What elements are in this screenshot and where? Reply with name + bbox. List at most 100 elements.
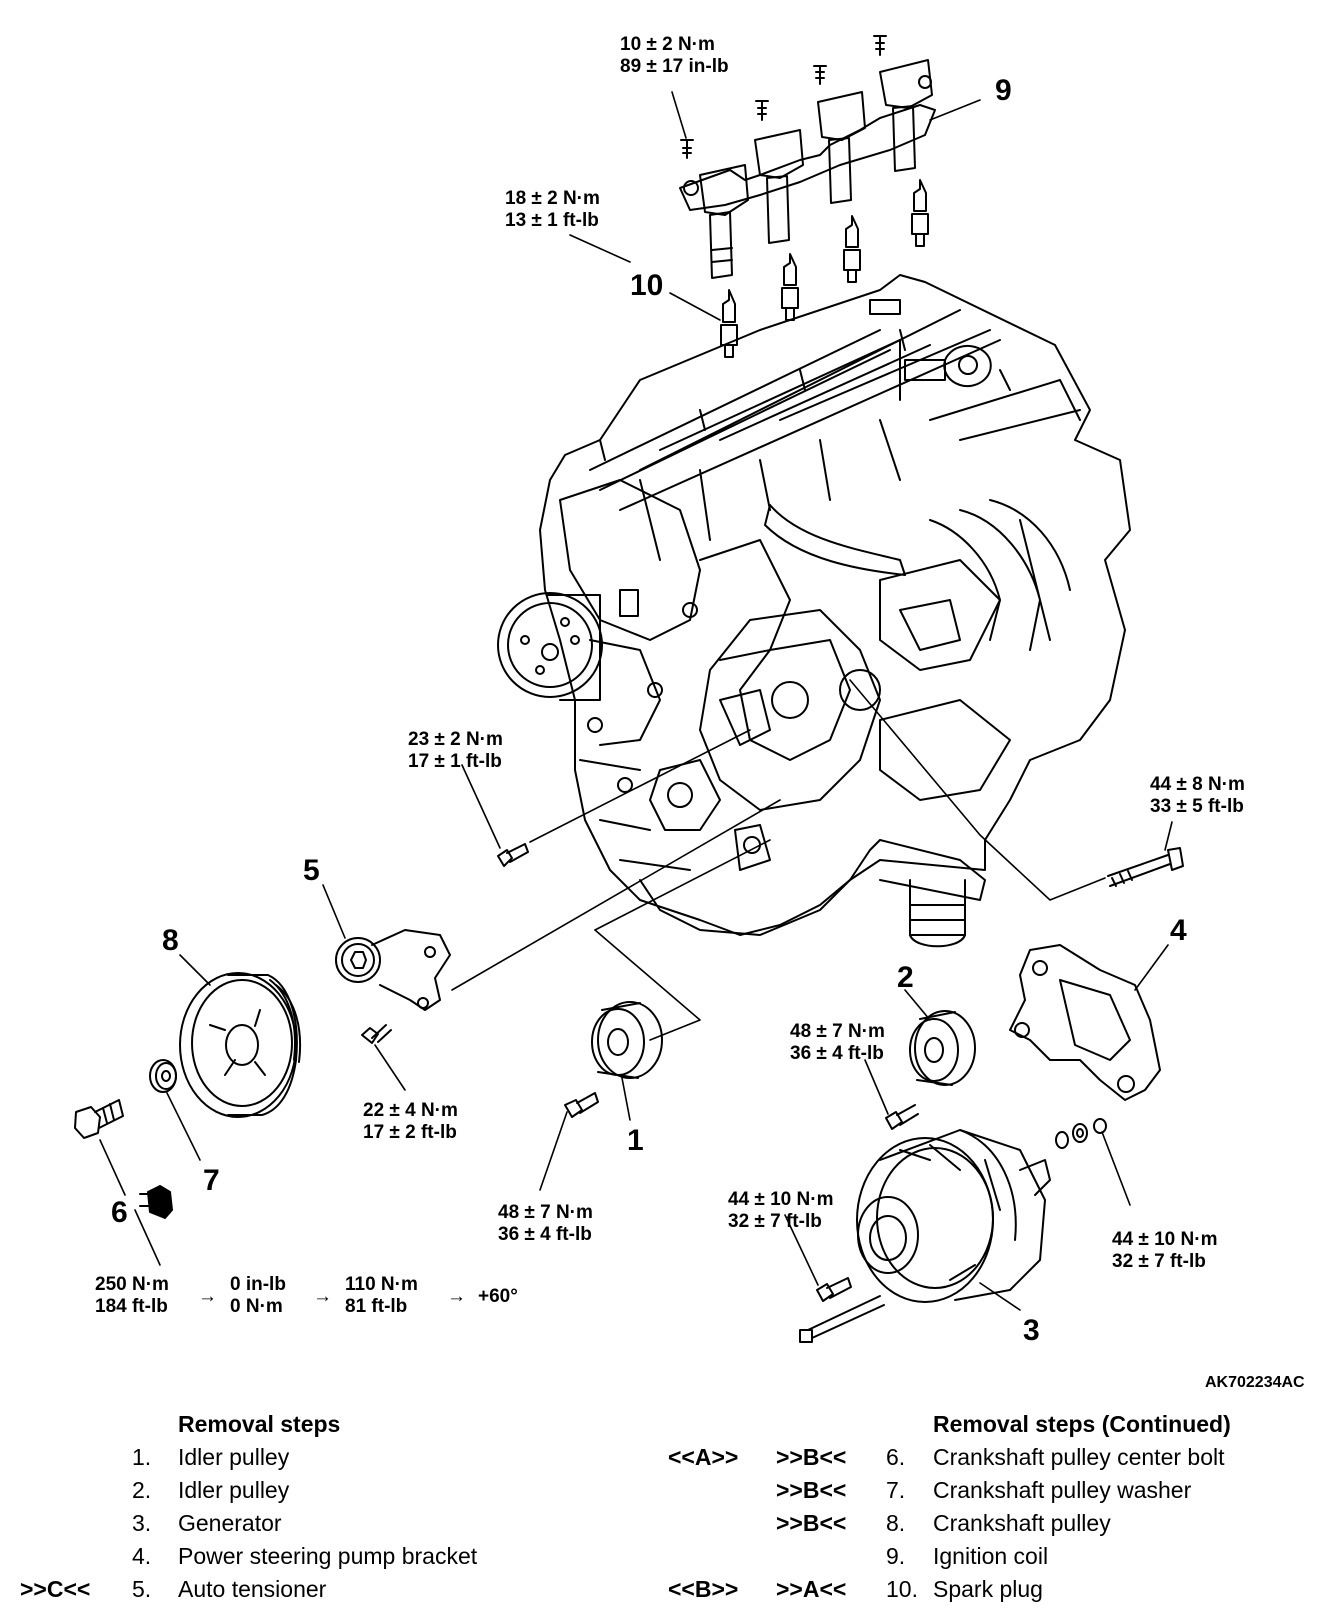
crankshaft-pulley-washer <box>149 1059 177 1093</box>
callout-9: 9 <box>995 74 1012 107</box>
torque-gen-nut-ftlb: 32 ± 7 ft-lb <box>1112 1251 1206 1272</box>
torque-idler2-nm: 48 ± 7 N·m <box>790 1021 885 1042</box>
step-number: 3. <box>132 1510 152 1536</box>
step-label: Idler pulley <box>178 1444 290 1470</box>
crank-step1-ftlb: 184 ft-lb <box>95 1296 168 1317</box>
torque-ps-nm: 44 ± 8 N·m <box>1150 774 1245 795</box>
step-number: 4. <box>132 1543 152 1569</box>
removal-steps-continued-list: Removal steps (Continued) <<A>> >>B<< 6.… <box>668 1408 1328 1606</box>
bolts <box>361 843 1184 1343</box>
step-number: 9. <box>886 1543 906 1569</box>
idler-pulley-1 <box>591 1001 663 1079</box>
crank-step2-nm: 0 N·m <box>230 1296 283 1317</box>
step-label: Spark plug <box>933 1576 1043 1602</box>
crank-step3-nm: 110 N·m <box>345 1274 418 1295</box>
step-marker-b: >>A<< <box>776 1576 847 1602</box>
torque-plug-nm: 18 ± 2 N·m <box>505 188 600 209</box>
step-number: 7. <box>886 1477 906 1503</box>
torque-gen-nut-nm: 44 ± 10 N·m <box>1112 1229 1217 1250</box>
step-number: 1. <box>132 1444 152 1470</box>
callout-6: 6 <box>111 1196 128 1229</box>
torque-idler1-nm: 48 ± 7 N·m <box>498 1202 593 1223</box>
engine-assembly <box>497 274 1131 948</box>
list-item: 1. Idler pulley <box>20 1441 590 1474</box>
crank-arrow-2: → <box>313 1286 332 1307</box>
torque-bracket-ftlb: 17 ± 1 ft-lb <box>408 751 502 772</box>
torque-idler1-ftlb: 36 ± 4 ft-lb <box>498 1224 592 1245</box>
step-marker: >>C<< <box>20 1576 91 1602</box>
step-number: 5. <box>132 1576 152 1602</box>
crank-step2-inlb: 0 in-lb <box>230 1274 286 1295</box>
coil-bolts <box>680 35 887 159</box>
step-label: Auto tensioner <box>178 1576 327 1602</box>
figure-code: AK702234AC <box>1205 1374 1305 1391</box>
list-item: >>B<< 8. Crankshaft pulley <box>668 1507 1328 1540</box>
power-steering-pump-bracket <box>1009 944 1161 1101</box>
callout-numbers: 9 10 5 8 7 6 1 2 4 3 <box>111 74 1187 1347</box>
step-marker-b: >>B<< <box>776 1477 847 1503</box>
special-tool-icon <box>139 1185 173 1219</box>
step-label: Generator <box>178 1510 282 1536</box>
torque-plug-ftlb: 13 ± 1 ft-lb <box>505 210 599 231</box>
step-number: 6. <box>886 1444 906 1470</box>
crankshaft-pulley <box>179 972 302 1118</box>
callout-1: 1 <box>627 1124 644 1157</box>
torque-ps-ftlb: 33 ± 5 ft-lb <box>1150 796 1244 817</box>
list-item: 4. Power steering pump bracket <box>20 1540 590 1573</box>
removal-steps-list: Removal steps 1. Idler pulley 2. Idler p… <box>20 1408 590 1606</box>
step-number: 8. <box>886 1510 906 1536</box>
torque-labels: 10 ± 2 N·m 89 ± 17 in-lb 18 ± 2 N·m 13 ±… <box>95 34 1245 1317</box>
callout-7: 7 <box>203 1164 220 1197</box>
crank-arrow-1: → <box>198 1286 217 1307</box>
leader-lines <box>99 91 1173 1311</box>
step-marker-b: >>B<< <box>776 1510 847 1536</box>
step-label: Crankshaft pulley washer <box>933 1477 1192 1503</box>
callout-2: 2 <box>897 961 914 994</box>
removal-steps-continued-title-text: Removal steps (Continued) <box>933 1411 1231 1437</box>
crankshaft-pulley-center-bolt <box>74 1099 124 1139</box>
callout-4: 4 <box>1170 914 1187 947</box>
torque-gen-bolt-nm: 44 ± 10 N·m <box>728 1189 833 1210</box>
callout-10: 10 <box>630 269 663 302</box>
list-item: <<A>> >>B<< 6. Crankshaft pulley center … <box>668 1441 1328 1474</box>
crank-step1-nm: 250 N·m <box>95 1274 169 1295</box>
crank-arrow-3: → <box>447 1286 466 1307</box>
step-label: Ignition coil <box>933 1543 1049 1569</box>
step-marker-a: <<B>> <box>668 1576 739 1602</box>
step-marker-b: >>B<< <box>776 1444 847 1470</box>
step-label: Crankshaft pulley <box>933 1510 1111 1536</box>
removal-steps-title: Removal steps <box>20 1408 590 1441</box>
step-label: Idler pulley <box>178 1477 290 1503</box>
list-item: >>C<< 5. Auto tensioner <box>20 1573 590 1606</box>
list-item: 2. Idler pulley <box>20 1474 590 1507</box>
torque-tensioner-ftlb: 17 ± 2 ft-lb <box>363 1122 457 1143</box>
torque-idler2-ftlb: 36 ± 4 ft-lb <box>790 1043 884 1064</box>
ignition-coils <box>679 59 936 279</box>
step-number: 2. <box>132 1477 152 1503</box>
step-label: Power steering pump bracket <box>178 1543 478 1569</box>
crank-step3-ftlb: 81 ft-lb <box>345 1296 407 1317</box>
removal-steps-continued-title: Removal steps (Continued) <box>668 1408 1328 1441</box>
callout-3: 3 <box>1023 1314 1040 1347</box>
list-item: <<B>> >>A<< 10. Spark plug <box>668 1573 1328 1606</box>
list-item: >>B<< 7. Crankshaft pulley washer <box>668 1474 1328 1507</box>
idler-pulley-2 <box>909 1010 976 1086</box>
list-item: 9. Ignition coil <box>668 1540 1328 1573</box>
spark-plugs <box>720 179 929 358</box>
torque-tensioner-nm: 22 ± 4 N·m <box>363 1100 458 1121</box>
step-number: 10. <box>886 1576 918 1602</box>
generator <box>856 1129 1051 1303</box>
step-label: Crankshaft pulley center bolt <box>933 1444 1225 1470</box>
generator-nut-washers <box>1055 1118 1107 1149</box>
step-marker-a: <<A>> <box>668 1444 739 1470</box>
torque-gen-bolt-ftlb: 32 ± 7 ft-lb <box>728 1211 822 1232</box>
callout-8: 8 <box>162 924 179 957</box>
crank-step4-angle: +60° <box>478 1286 518 1307</box>
auto-tensioner <box>335 929 451 1011</box>
callout-5: 5 <box>303 854 320 887</box>
torque-coil-nm: 10 ± 2 N·m <box>620 34 715 55</box>
torque-bracket-nm: 23 ± 2 N·m <box>408 729 503 750</box>
torque-coil-inlb: 89 ± 17 in-lb <box>620 56 729 77</box>
list-item: 3. Generator <box>20 1507 590 1540</box>
